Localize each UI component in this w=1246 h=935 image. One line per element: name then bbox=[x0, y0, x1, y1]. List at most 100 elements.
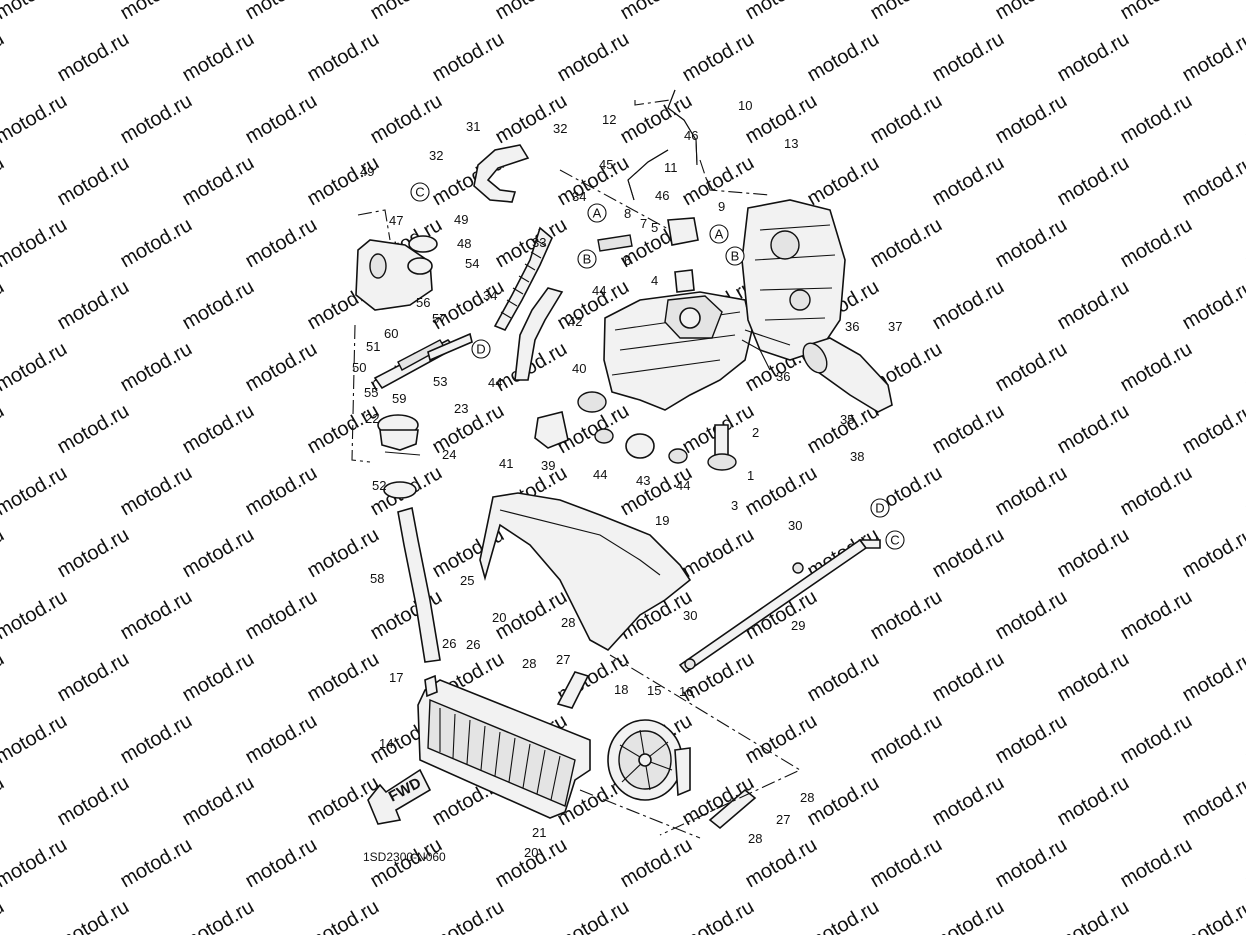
part-callout: 44 bbox=[592, 283, 606, 298]
watermark-text: motod.ru bbox=[1179, 400, 1246, 459]
engine-block-illustration bbox=[603, 199, 846, 411]
watermark-text: motod.ru bbox=[179, 276, 258, 335]
diagram-code: 1SD2300-N060 bbox=[363, 850, 446, 864]
watermark-text: motod.ru bbox=[1179, 152, 1246, 211]
part-callout: 56 bbox=[416, 295, 430, 310]
watermark-text: motod.ru bbox=[929, 400, 1008, 459]
part-callout: 12 bbox=[602, 112, 616, 127]
watermark-text: motod.ru bbox=[179, 648, 258, 707]
reference-circle bbox=[870, 498, 890, 518]
watermark-text: motod.ru bbox=[54, 772, 133, 831]
watermark-text: motod.ru bbox=[0, 152, 8, 211]
watermark-text: motod.ru bbox=[1242, 214, 1246, 273]
watermark-text: motod.ru bbox=[1054, 400, 1133, 459]
watermark-text: motod.ru bbox=[429, 896, 508, 935]
watermark-text: motod.ru bbox=[54, 524, 133, 583]
watermark-text: motod.ru bbox=[867, 90, 946, 149]
watermark-text: motod.ru bbox=[179, 28, 258, 87]
watermark-text: motod.ru bbox=[117, 90, 196, 149]
part-callout: 28 bbox=[522, 656, 536, 671]
part-callout: 41 bbox=[499, 456, 513, 471]
watermark-text: motod.ru bbox=[1054, 648, 1133, 707]
part-callout: 36 bbox=[776, 369, 790, 384]
watermark-text: motod.ru bbox=[992, 586, 1071, 645]
part-callout: 43 bbox=[636, 473, 650, 488]
watermark-text: motod.ru bbox=[992, 214, 1071, 273]
reference-circle bbox=[471, 339, 491, 359]
watermark-text: motod.ru bbox=[117, 834, 196, 893]
hose-10-inner bbox=[667, 89, 698, 166]
part-callout: 10 bbox=[738, 98, 752, 113]
reference-circle bbox=[885, 530, 905, 550]
part-callout: 42 bbox=[568, 314, 582, 329]
part-callout: 34 bbox=[483, 288, 497, 303]
part-callout: 15 bbox=[647, 683, 661, 698]
watermark-text: motod.ru bbox=[0, 710, 71, 769]
watermark-text: motod.ru bbox=[1117, 710, 1196, 769]
fwd-arrow bbox=[367, 768, 432, 825]
watermark-text: motod.ru bbox=[117, 214, 196, 273]
watermark-text: motod.ru bbox=[617, 834, 696, 893]
watermark-text: motod.ru bbox=[54, 152, 133, 211]
part-callout: 7 bbox=[640, 216, 647, 231]
part-callout: 19 bbox=[655, 513, 669, 528]
watermark-text: motod.ru bbox=[804, 896, 883, 935]
watermark-text: motod.ru bbox=[117, 710, 196, 769]
watermark-text: motod.ru bbox=[179, 400, 258, 459]
watermark-text: motod.ru bbox=[0, 0, 71, 24]
watermark-text: motod.ru bbox=[1179, 276, 1246, 335]
part-callout: 20 bbox=[524, 845, 538, 860]
watermark-text: motod.ru bbox=[54, 28, 133, 87]
part-callout: 45 bbox=[599, 157, 613, 172]
part-callout: 37 bbox=[888, 319, 902, 334]
watermark-text: motod.ru bbox=[554, 152, 633, 211]
reference-circle bbox=[577, 249, 597, 269]
reference-marker-d: D bbox=[471, 339, 491, 359]
watermark-text: motod.ru bbox=[1117, 0, 1196, 24]
hose-25-illustration bbox=[397, 506, 441, 663]
watermark-text: motod.ru bbox=[804, 28, 883, 87]
watermark-text: motod.ru bbox=[0, 276, 8, 335]
hose-42-illustration bbox=[514, 287, 564, 381]
watermark-text: motod.ru bbox=[929, 896, 1008, 935]
watermark-text: motod.ru bbox=[367, 0, 446, 24]
reference-circle bbox=[725, 246, 745, 266]
watermark-text: motod.ru bbox=[242, 462, 321, 521]
watermark-text: motod.ru bbox=[54, 276, 133, 335]
reference-letter: B bbox=[583, 252, 592, 267]
reference-letter: C bbox=[890, 533, 899, 548]
part-callout: 32 bbox=[553, 121, 567, 136]
part-callout: 46 bbox=[655, 188, 669, 203]
part-callout: 22 bbox=[365, 411, 379, 426]
watermark-text: motod.ru bbox=[1242, 0, 1246, 24]
watermark-text: motod.ru bbox=[554, 896, 633, 935]
watermark-text: motod.ru bbox=[1242, 462, 1246, 521]
part-callout: 1 bbox=[747, 468, 754, 483]
watermark-text: motod.ru bbox=[929, 152, 1008, 211]
watermark-text: motod.ru bbox=[1054, 896, 1133, 935]
watermark-text: motod.ru bbox=[1242, 834, 1246, 893]
watermark-text: motod.ru bbox=[1117, 834, 1196, 893]
part-callout: 11 bbox=[664, 160, 678, 175]
part-callout: 60 bbox=[384, 326, 398, 341]
watermark-text: motod.ru bbox=[0, 586, 71, 645]
part-callout: 28 bbox=[561, 615, 575, 630]
watermark-text: motod.ru bbox=[0, 462, 71, 521]
watermark-text: motod.ru bbox=[617, 0, 696, 24]
part-callout: 57 bbox=[432, 311, 446, 326]
watermark-text: motod.ru bbox=[1179, 28, 1246, 87]
watermark-text: motod.ru bbox=[242, 338, 321, 397]
part-callout: 54 bbox=[465, 256, 479, 271]
part-callout: 44 bbox=[593, 467, 607, 482]
outlet-pipe-illustration bbox=[802, 337, 893, 413]
watermark-text: motod.ru bbox=[1179, 896, 1246, 935]
part-callout: 32 bbox=[429, 148, 443, 163]
reference-letter: C bbox=[415, 185, 424, 200]
pipe-29-illustration bbox=[678, 538, 881, 674]
watermark-text: motod.ru bbox=[179, 152, 258, 211]
watermark-text: motod.ru bbox=[117, 462, 196, 521]
